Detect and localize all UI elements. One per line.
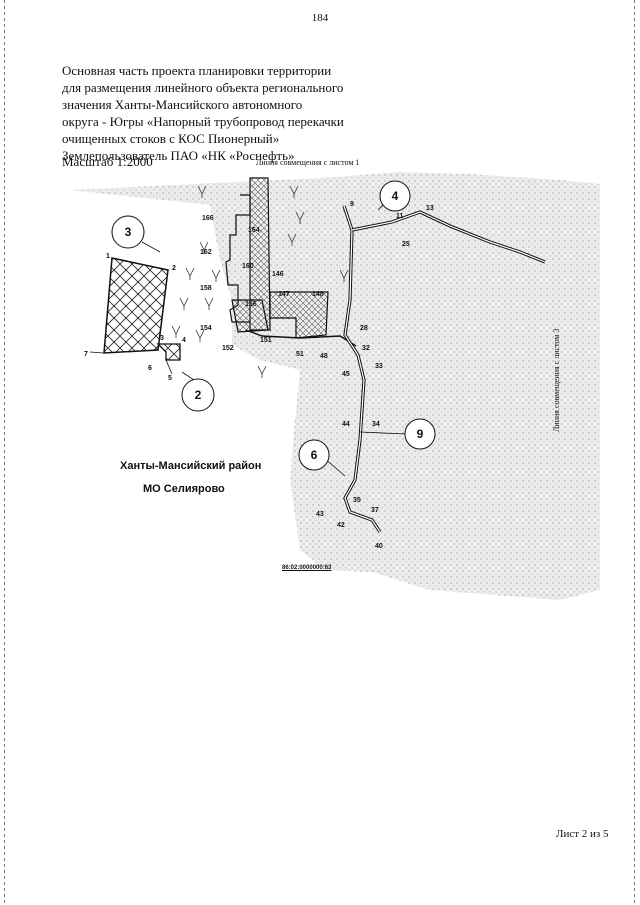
point-label: 7 [84, 351, 88, 358]
leader-line [165, 359, 173, 375]
parcel-3-notch [156, 343, 181, 361]
point-label: 32 [362, 345, 370, 352]
point-label: 152 [222, 345, 234, 352]
title-line: Основная часть проекта планировки террит… [62, 63, 332, 78]
svg-text:2: 2 [195, 388, 202, 402]
point-label: 25 [402, 241, 410, 248]
point-label: 151 [260, 337, 272, 344]
point-label: 4 [182, 337, 186, 344]
point-label: 154 [200, 325, 212, 332]
title-line: очищенных стоков с КОС Пионерный» [62, 131, 280, 146]
sheet-label: Лист 2 из 5 [556, 828, 609, 840]
region-label-district: Ханты-Мансийский район [120, 460, 262, 472]
region-label-municipality: МО Селиярово [143, 483, 225, 495]
page-number: 184 [311, 12, 329, 24]
title-line: округа - Югры «Напорный трубопровод пере… [62, 114, 344, 129]
point-label: 148 [312, 291, 324, 298]
join-line-right-label: Линия совмещения с листом 3 [552, 328, 561, 432]
pipeline-corridor-north [249, 177, 271, 331]
scan-border-left [4, 0, 5, 905]
parcel-147 [231, 299, 269, 333]
point-label: 3 [160, 335, 164, 342]
tree-symbols [171, 185, 349, 378]
point-label: 44 [342, 421, 350, 428]
zone-steps [225, 194, 251, 323]
pipeline-east-branch-inner [351, 211, 546, 263]
leader-line [141, 241, 161, 253]
title-line: значения Ханты-Мансийского автономного [62, 97, 303, 112]
point-label: 2 [172, 265, 176, 272]
zone-circle-2: 2 [181, 378, 215, 412]
parcel-3 [103, 257, 169, 354]
point-label: 33 [375, 363, 383, 370]
point-label: 164 [248, 227, 260, 234]
point-label: 51 [296, 351, 304, 358]
pipeline-main-inner [343, 205, 381, 533]
document-title: Основная часть проекта планировки террит… [62, 62, 362, 164]
zone-circle-3: 3 [111, 215, 145, 249]
point-label: 48 [320, 353, 328, 360]
point-labels: 1 2 3 4 5 6 7 9 11 13 25 28 32 33 34 35 … [84, 201, 434, 550]
point-label: 147 [278, 291, 290, 298]
point-label: 28 [360, 325, 368, 332]
title-line: Землепользователь ПАО «НК «Роснефть» [62, 148, 295, 163]
point-label: 1 [106, 253, 110, 260]
point-label: 11 [396, 213, 404, 220]
point-label: 166 [202, 215, 214, 222]
point-label: 162 [200, 249, 212, 256]
point-label: 37 [371, 507, 379, 514]
svg-text:6: 6 [311, 448, 318, 462]
corridor-connector [245, 329, 357, 347]
point-label: 6 [148, 365, 152, 372]
point-label: 5 [168, 375, 172, 382]
point-label: 9 [350, 201, 354, 208]
zone-circle-6: 6 [298, 439, 330, 471]
point-label: 158 [200, 285, 212, 292]
zone-circle-9: 9 [404, 418, 436, 450]
point-label: 35 [353, 497, 361, 504]
forest-territory-area [70, 172, 600, 600]
point-label: 43 [316, 511, 324, 518]
cadastral-number: 86:02:0000000:63 [282, 565, 332, 571]
point-label: 40 [375, 543, 383, 550]
title-line: для размещения линейного объекта региона… [62, 80, 344, 95]
point-label: 34 [372, 421, 380, 428]
point-label: 13 [426, 205, 434, 212]
leader-line [89, 351, 105, 354]
map-scale: Масштаб 1:2000 [62, 154, 153, 169]
point-label: 160 [242, 263, 254, 270]
point-label: 156 [245, 301, 257, 308]
point-label: 45 [342, 371, 350, 378]
join-line-top-label: Линия совмещения с листом 1 [256, 158, 360, 167]
scan-border-right [634, 0, 635, 905]
svg-text:3: 3 [125, 225, 132, 239]
point-label: 146 [272, 271, 284, 278]
zone-circle-4: 4 [379, 180, 411, 212]
svg-text:4: 4 [392, 189, 399, 203]
svg-text:9: 9 [417, 427, 424, 441]
leader-line [359, 431, 407, 435]
point-label: 42 [337, 522, 345, 529]
